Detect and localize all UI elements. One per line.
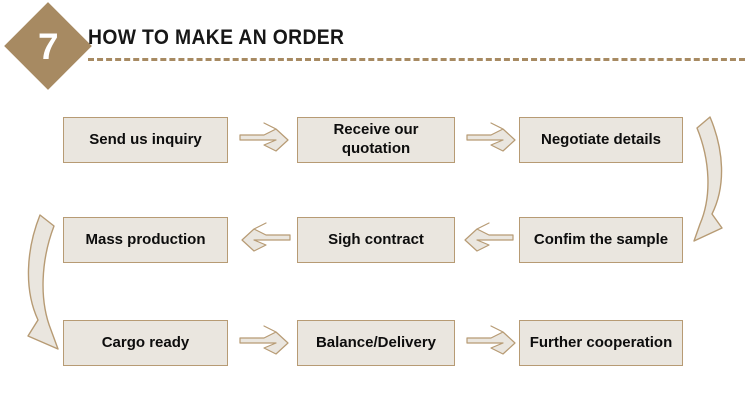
arrow-left-row2-1 — [241, 222, 291, 252]
arrow-right-row1-2 — [466, 122, 516, 152]
left-curved-connector-arrow — [27, 214, 59, 350]
flow-step-mass-production[interactable]: Mass production — [63, 217, 228, 263]
flow-step-send-us-inquiry[interactable]: Send us inquiry — [63, 117, 228, 163]
flow-step-cargo-ready[interactable]: Cargo ready — [63, 320, 228, 366]
arrow-right-row1-1 — [239, 122, 289, 152]
flow-step-receive-our-quotation[interactable]: Receive our quotation — [297, 117, 455, 163]
flow-step-balance-delivery[interactable]: Balance/Delivery — [297, 320, 455, 366]
page-title: HOW TO MAKE AN ORDER — [88, 26, 345, 49]
flow-step-further-cooperation[interactable]: Further cooperation — [519, 320, 683, 366]
header-dashed-rule — [88, 58, 745, 61]
arrow-right-row3-1 — [239, 325, 289, 355]
right-curved-connector-arrow — [693, 116, 723, 242]
arrow-left-row2-2 — [464, 222, 514, 252]
arrow-right-row3-2 — [466, 325, 516, 355]
step-number: 7 — [37, 25, 59, 67]
flow-step-negotiate-details[interactable]: Negotiate details — [519, 117, 683, 163]
flow-step-confim-the-sample[interactable]: Confim the sample — [519, 217, 683, 263]
flow-step-sigh-contract[interactable]: Sigh contract — [297, 217, 455, 263]
